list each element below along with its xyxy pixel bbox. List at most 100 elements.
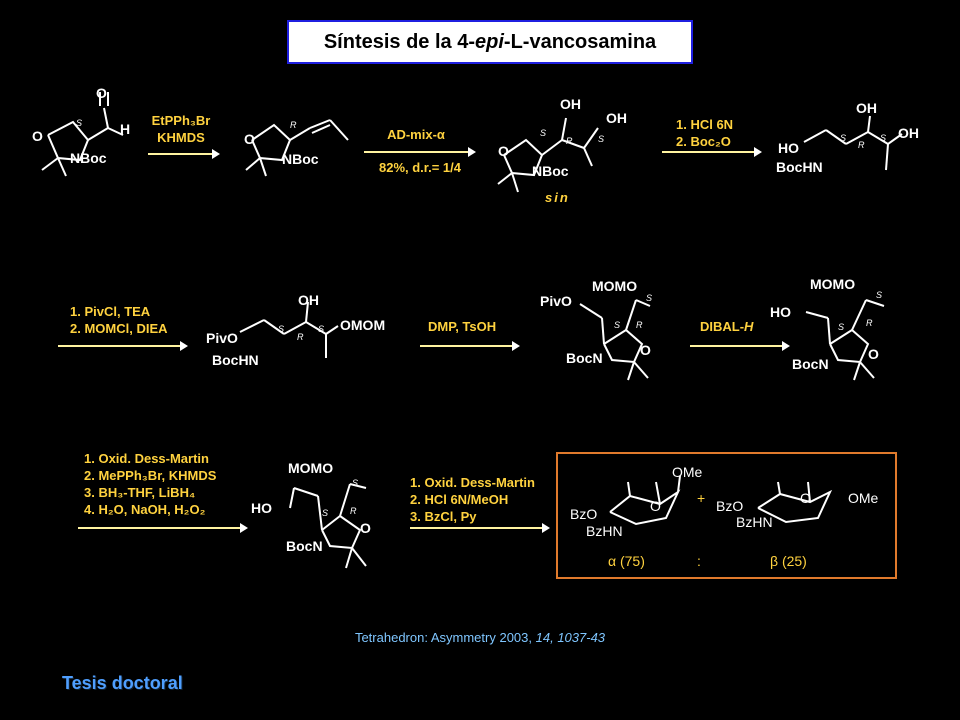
atom-momo: MOMO [592,278,638,294]
reagent-dibal-text: DIBAL- [700,319,745,334]
title-suffix: -L-vancosamina [503,30,657,53]
reagent-line3: 3. BzCl, Py [410,509,477,524]
page-title: Síntesis de la 4-epi-L-vancosamina [287,20,693,64]
stereo-r: R [636,320,643,330]
title-epi: epi [475,30,504,53]
reaction-arrow [690,341,790,351]
atom-oh-2: OH [898,125,919,141]
stereo-r: R [866,318,873,328]
stereo-r: R [858,140,865,150]
reagents-acetonide: DMP, TsOH [428,319,497,334]
reagent-line3: 3. BH₃-THF, LiBH₄ [84,485,196,500]
reagents-dihydroxylation: AD-mix-α [366,126,466,143]
citation-journal: Tetrahedron: Asymmetry [354,630,496,645]
atom-pivo: PivO [206,330,238,346]
stereo-r: R [566,136,573,146]
citation-year: 2003, [499,630,533,645]
molecule-beta-anomer [757,481,833,524]
molecule-alkene [245,119,349,177]
reagents-cyclization: 1. Oxid. Dess-Martin 2. HCl 6N/MeOH 3. B… [410,474,535,525]
atom-o-ring: O [640,342,651,358]
atom-ho: HO [770,304,791,320]
citation-ref: 14, 1037-43 [535,630,606,645]
atom-o-ring: O [360,520,371,536]
atom-ho: HO [251,500,272,516]
final-products-box [556,452,897,579]
atom-o-ring: O [868,346,879,362]
atom-oh-1: OH [856,100,877,116]
atom-momo: MOMO [288,460,334,476]
reagent-line1: 1. Oxid. Dess-Martin [410,475,535,490]
atom-o-ring: O [800,490,811,506]
molecule-sin-diol [497,117,599,193]
ratio-alpha: α (75) [608,553,645,569]
reagent-line2: 2. Boc₂O [676,134,731,149]
molecule-acetonide-alcohol [805,299,885,381]
plus-sign: + [697,490,706,506]
reagent-line2: KHMDS [157,130,205,145]
stereo-s: S [322,508,329,518]
atom-oh-2: OH [606,110,627,126]
reaction-arrow [58,341,188,351]
reagent-yield: 82%, d.r.= 1/4 [378,160,462,175]
reagent-line2: 2. MePPh₃Br, KHMDS [84,468,217,483]
reagent-line2: 2. MOMCl, DIEA [70,321,168,336]
reagent-line4: 4. H₂O, NaOH, H₂O₂ [84,502,206,517]
reagent-dibal-h: H [744,319,754,334]
reagent-line1: AD-mix-α [387,127,445,142]
atom-o-ring: O [244,131,255,147]
atom-bocn: BocN [566,350,603,366]
stereo-s: S [76,118,83,128]
atom-o-ring: O [32,128,43,144]
ratio-beta: β (25) [770,553,807,569]
atom-bzhn: BzHN [736,514,773,530]
atom-bzo: BzO [716,498,744,514]
atom-oh: OH [298,292,319,308]
atom-bochn: BocHN [212,352,259,368]
atom-h-aldehyde: H [120,121,131,137]
atom-ome: OMe [848,490,879,506]
reagents-wittig: EtPPh₃Br KHMDS [148,112,214,146]
atom-o-ring: O [650,498,661,514]
molecule-garner-aldehyde [41,92,124,177]
atom-pivo: PivO [540,293,572,309]
atom-o-carbonyl: O [96,85,107,101]
reaction-arrow [78,523,248,533]
footer-label: Tesis doctoral [62,673,183,693]
ratio-colon: : [697,553,701,569]
atom-bzhn: BzHN [586,523,623,539]
stereo-s: S [540,128,547,138]
atom-bzo: BzO [570,506,598,522]
stereo-r: R [290,120,297,130]
reaction-arrow [410,523,550,533]
atom-bocn: BocN [286,538,323,554]
stereo-s: S [876,290,883,300]
stereo-s: S [278,324,285,334]
atom-ho: HO [778,140,799,156]
atom-bochn: BocHN [776,159,823,175]
citation: Tetrahedron: Asymmetry 2003, 14, 1037-43 [0,630,960,645]
atom-nboc: NBoc [70,150,107,166]
stereo-r: R [350,506,357,516]
reagent-line1: 1. Oxid. Dess-Martin [84,451,209,466]
atom-nboc: NBoc [532,163,569,179]
stereo-s: S [614,320,621,330]
atom-ome: OMe [672,464,703,480]
atom-omom: OMOM [340,317,386,333]
reaction-arrow [420,341,520,351]
reagents-protection: 1. PivCl, TEA 2. MOMCl, DIEA [70,303,168,337]
reaction-arrow [364,147,476,157]
molecule-acetonide-pivolate [579,299,651,381]
reagents-homologation: 1. Oxid. Dess-Martin 2. MePPh₃Br, KHMDS … [84,450,216,518]
atom-oh-1: OH [560,96,581,112]
atom-nboc: NBoc [282,151,319,167]
sin-label: sin [545,190,570,205]
reaction-arrow [662,147,762,157]
stereo-s: S [880,133,887,143]
molecule-alpha-anomer [609,475,681,526]
stereo-r: R [297,332,304,342]
reaction-arrow [148,149,220,159]
reagent-line1: 1. PivCl, TEA [70,304,151,319]
title-prefix: Síntesis de la 4- [323,30,475,53]
